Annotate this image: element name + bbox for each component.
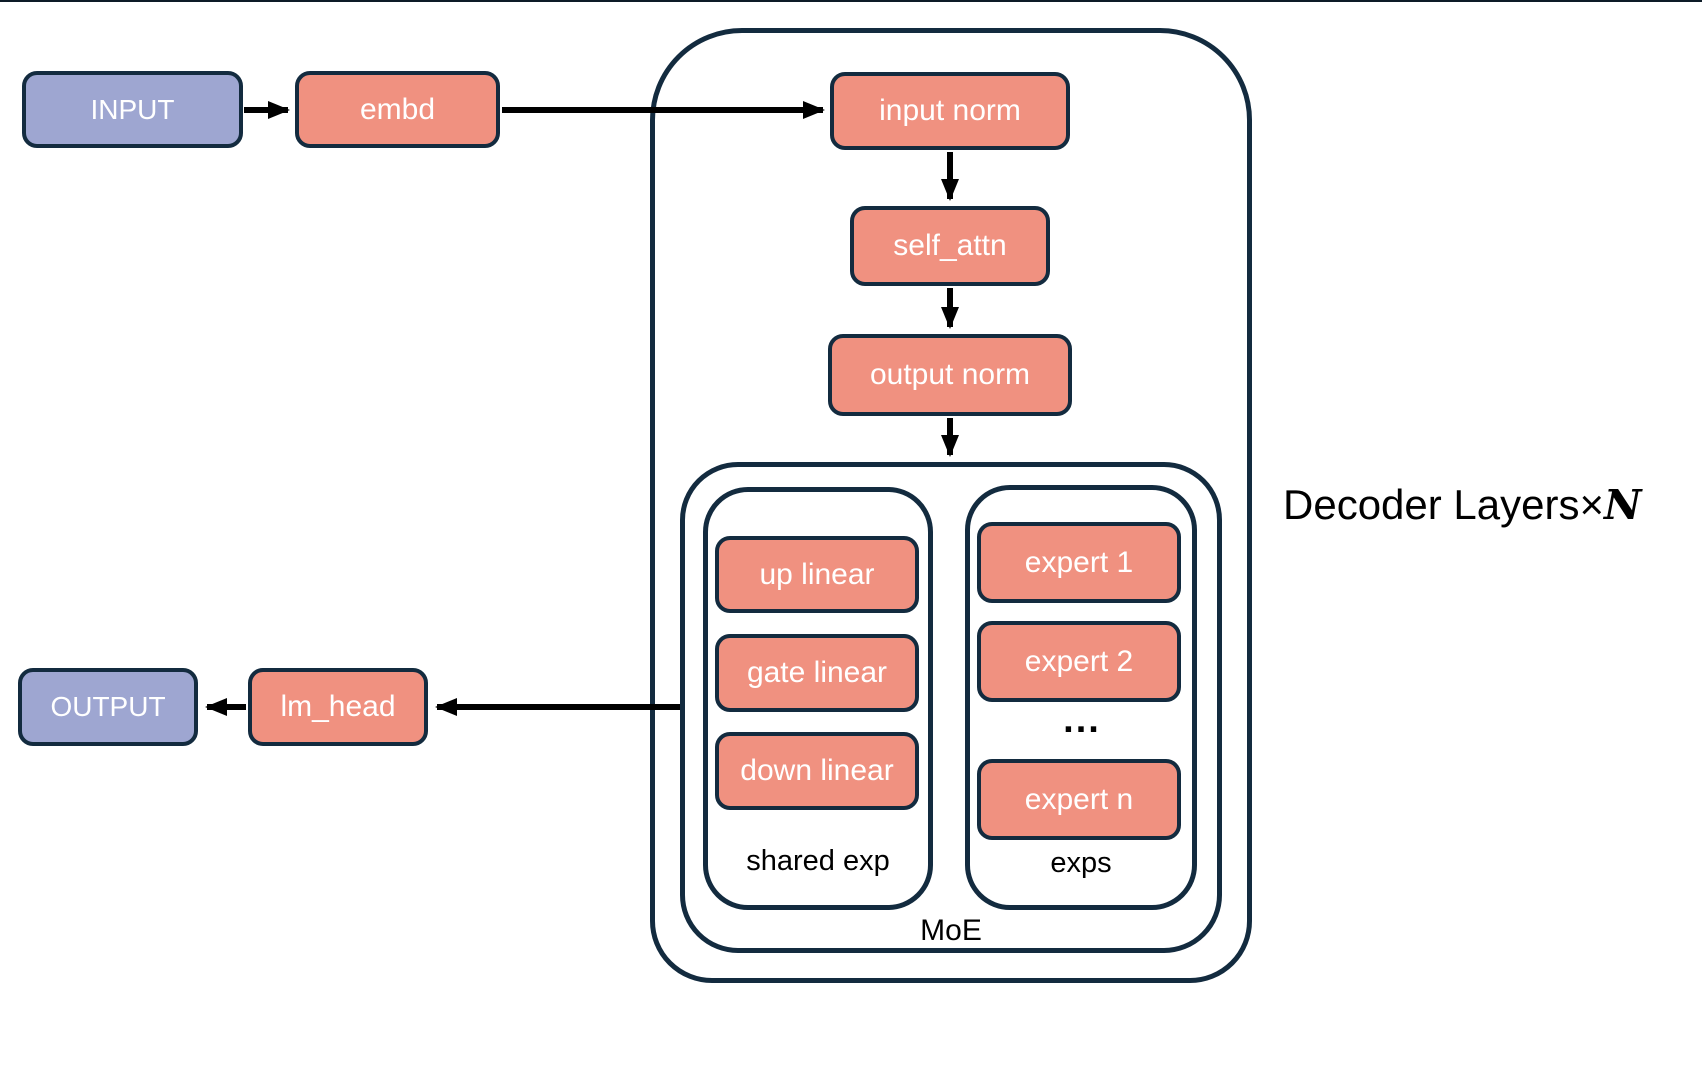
node-gate-linear: gate linear xyxy=(715,634,919,712)
node-expert-n-label: expert n xyxy=(1024,782,1134,816)
node-lm-head-label: lm_head xyxy=(280,690,396,723)
shared-expert-caption: shared exp xyxy=(746,845,890,877)
node-self-attn-label: self_attn xyxy=(893,229,1007,262)
node-input-norm-label: input norm xyxy=(879,94,1021,127)
node-embd: embd xyxy=(295,71,500,148)
decoder-layers-caption: Decoder Layers×N xyxy=(1283,481,1642,529)
node-up-linear-label: up linear xyxy=(759,557,875,591)
node-output: OUTPUT xyxy=(18,668,198,746)
node-expert-1: expert 1 xyxy=(977,522,1181,603)
experts-container xyxy=(965,485,1197,910)
node-expert-2-label: expert 2 xyxy=(1024,644,1134,678)
decoder-layers-caption-prefix: Decoder Layers× xyxy=(1283,481,1605,528)
node-embd-label: embd xyxy=(359,92,436,126)
decoder-layers-caption-n: N xyxy=(1604,481,1642,529)
node-lm-head: lm_head xyxy=(248,668,428,746)
screenshot-top-border xyxy=(0,0,1702,2)
moe-container xyxy=(680,462,1222,953)
shared-expert-container xyxy=(703,487,933,910)
node-expert-n: expert n xyxy=(977,759,1181,840)
decoder-layers-container xyxy=(650,28,1252,983)
node-output-norm-label: output norm xyxy=(869,358,1031,391)
node-down-linear: down linear xyxy=(715,732,919,810)
moe-caption: MoE xyxy=(920,914,982,947)
node-gate-linear-label: gate linear xyxy=(746,656,888,689)
node-output-label: OUTPUT xyxy=(50,691,166,722)
node-up-linear: up linear xyxy=(715,536,919,613)
node-input: INPUT xyxy=(22,71,243,148)
experts-caption: exps xyxy=(1050,847,1112,879)
node-output-norm: output norm xyxy=(828,334,1072,416)
node-input-norm: input norm xyxy=(830,72,1070,150)
node-input-label: INPUT xyxy=(90,93,175,125)
experts-ellipsis: ... xyxy=(1063,699,1101,741)
node-expert-1-label: expert 1 xyxy=(1024,545,1134,579)
node-down-linear-label: down linear xyxy=(740,754,894,787)
node-self-attn: self_attn xyxy=(850,206,1050,286)
node-expert-2: expert 2 xyxy=(977,621,1181,702)
